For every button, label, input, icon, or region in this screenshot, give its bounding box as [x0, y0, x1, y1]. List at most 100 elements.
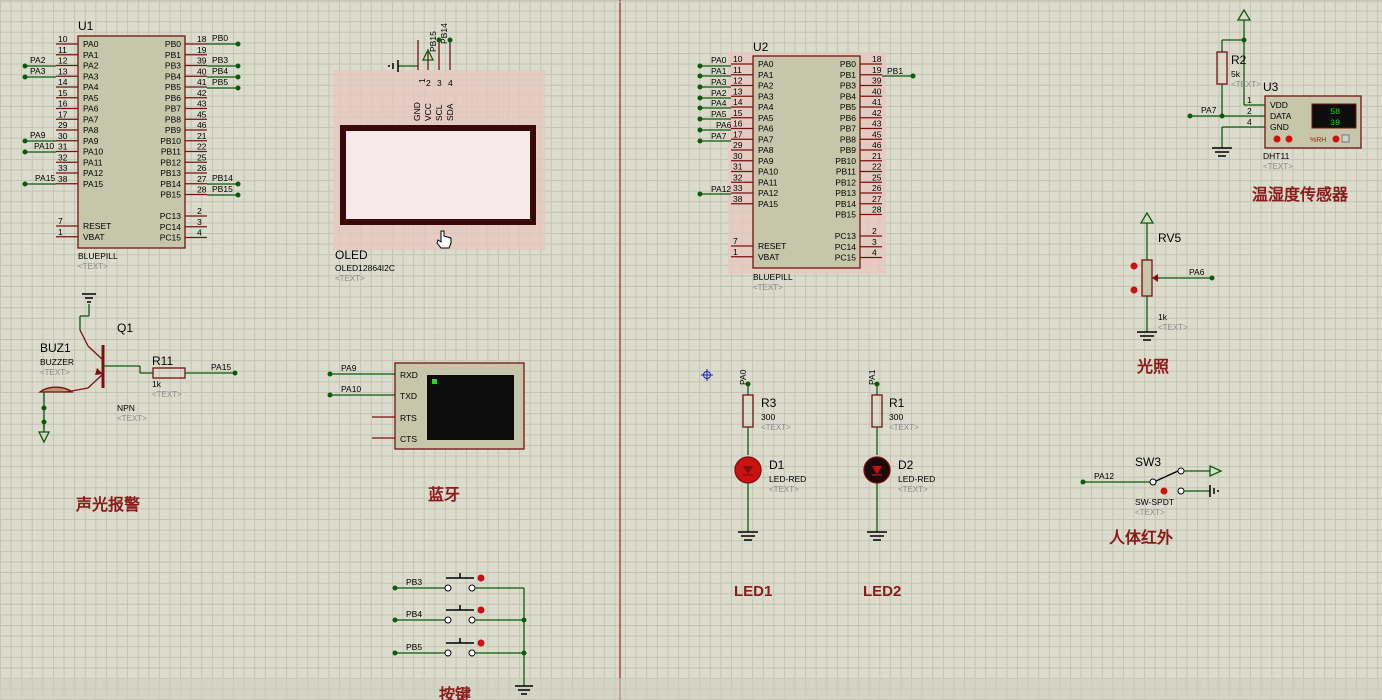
btn-net-pb4: PB4 [406, 609, 422, 619]
light-sensor-circuit[interactable]: PA6 RV5 1k <TEXT> [1130, 211, 1215, 341]
u1-text: <TEXT> [78, 262, 108, 271]
u2-part: BLUEPILL [753, 272, 793, 282]
bt-pin-cts: CTS [400, 434, 417, 444]
u2-pin-pb12: PB12 [835, 177, 856, 187]
origin-marker-icon [701, 369, 713, 381]
net-pa3: PA3 [30, 66, 46, 76]
u2-pin-num: 11 [733, 65, 742, 75]
u2-ref: U2 [753, 40, 769, 54]
led2-circuit[interactable]: PA1 R1 300 <TEXT> D2 LED-RED <TEXT> [863, 369, 935, 541]
u2-pin-pa15: PA15 [758, 199, 778, 209]
u1-pin-num: 17 [58, 109, 68, 119]
svg-text:PA4: PA4 [711, 98, 727, 108]
label-alarm: 声光报警 [75, 495, 140, 514]
u1-pin-num: 14 [58, 77, 68, 87]
u1-pin-num: 7 [58, 216, 63, 226]
u2-pin-num: 42 [872, 108, 882, 118]
d1-text: <TEXT> [769, 485, 799, 494]
u2-pin-num: 10 [733, 54, 743, 64]
svg-text:PA1: PA1 [711, 66, 727, 76]
dht-pin-gnd: GND [1270, 122, 1289, 132]
u1-pin-num: 3 [197, 217, 202, 227]
u2-pin-pb15: PB15 [835, 210, 856, 220]
u2-pin-pa3: PA3 [758, 91, 774, 101]
r11-val: 1k [152, 379, 162, 389]
svg-text:PA12: PA12 [711, 184, 731, 194]
led1-circuit[interactable]: PA0 R3 300 <TEXT> D1 LED-RED <TEXT> [734, 369, 806, 541]
q1-part: NPN [117, 403, 135, 413]
u2-pin-pb11: PB11 [836, 167, 856, 177]
u2-pin-num: 17 [733, 129, 743, 139]
u1-pin-num: 40 [197, 66, 207, 76]
u1-pin-pa5: PA5 [83, 93, 99, 103]
u2-pin-num: 25 [872, 172, 882, 182]
u1-pin-pa7: PA7 [83, 114, 99, 124]
u1-pin-num: 41 [197, 77, 207, 87]
u1-pin-num: 28 [197, 185, 207, 195]
u2-pin-num: 39 [872, 76, 882, 86]
u1-pin-num: 19 [197, 45, 207, 55]
buz-ref: BUZ1 [40, 341, 71, 355]
u2-pin-num: 15 [733, 108, 743, 118]
switch-circuit[interactable]: PA12 SW3 SW-SPDT <TEXT> [1080, 455, 1223, 517]
dht-display [1311, 103, 1357, 129]
u1-pin-num: 13 [58, 66, 68, 76]
u1-pin-num: 33 [58, 163, 68, 173]
buz-text: <TEXT> [40, 368, 70, 377]
u2-pin-pa5: PA5 [758, 113, 774, 123]
oled-part: OLED12864I2C [335, 263, 395, 273]
oled-pin-scl: SCL [434, 104, 444, 121]
label-buttons: 按键 [439, 685, 471, 700]
sw3-part: SW-SPDT [1135, 497, 1174, 507]
u2-pin-pb8: PB8 [840, 134, 856, 144]
svg-text:1: 1 [417, 78, 427, 83]
u1-pin-num: 16 [58, 99, 68, 109]
net-pa15: PA15 [35, 173, 55, 183]
u1-pin-pb14: PB14 [160, 179, 181, 189]
u1-pin-num: 22 [197, 142, 207, 152]
u1-pin-num: 12 [58, 56, 68, 66]
buzzer-circuit[interactable]: BUZ1 BUZZER <TEXT> Q1 NPN <TEXT> R11 1k … [37, 293, 238, 444]
svg-text:1: 1 [1247, 95, 1252, 105]
u2-pin-pc15: PC15 [835, 253, 857, 263]
u2-pin-pa0: PA0 [758, 59, 774, 69]
r1-val: 300 [889, 412, 903, 422]
bluetooth-terminal[interactable]: PA9 PA10 RXD TXD RTS CTS [327, 362, 525, 450]
d1-ref: D1 [769, 458, 785, 472]
dht11-circuit[interactable]: PA7 1 2 4 VDD DATA GND 58 39 %RH R2 5k <… [1187, 8, 1362, 171]
u1-pin-pb15: PB15 [160, 190, 181, 200]
u2-pin-num: 41 [872, 97, 882, 107]
led1-net: PA0 [738, 369, 748, 385]
u2-pin-num: 12 [733, 76, 743, 86]
svg-text:PA6: PA6 [716, 120, 732, 130]
buz-part: BUZZER [40, 357, 74, 367]
u2-pin-num: 43 [872, 119, 882, 129]
u2-pin-num: 21 [872, 151, 882, 161]
u1-pin-pa4: PA4 [83, 82, 99, 92]
u2-pin-pb9: PB9 [840, 145, 856, 155]
led2-net: PA1 [867, 369, 877, 385]
oled-pinnum-2: 2 [426, 78, 431, 88]
u1-pin-num: 4 [197, 228, 202, 238]
label-dht: 温湿度传感器 [1251, 185, 1349, 204]
oled-module[interactable]: 1 2 3 4 GND VCC SCL SDA PB15 PB14 OLED O… [333, 23, 545, 283]
u2-pin-num: 33 [733, 183, 743, 193]
oled-pin-vcc: VCC [423, 103, 433, 121]
u1-pin-pa9: PA9 [83, 136, 99, 146]
bt-net-pa10: PA10 [341, 384, 361, 394]
net-pb4: PB4 [212, 66, 228, 76]
sw3-net: PA12 [1094, 471, 1114, 481]
u1-pin-num: 15 [58, 88, 68, 98]
bt-screen [427, 375, 514, 440]
buttons-circuit[interactable]: PB3 PB4 PB5 [392, 573, 534, 695]
u2-pin-pa7: PA7 [758, 134, 774, 144]
q1-text: <TEXT> [117, 414, 147, 423]
u1-pin-num: 2 [197, 206, 202, 216]
d2-part: LED-RED [898, 474, 935, 484]
u1-pin-pc14: PC14 [160, 222, 182, 232]
